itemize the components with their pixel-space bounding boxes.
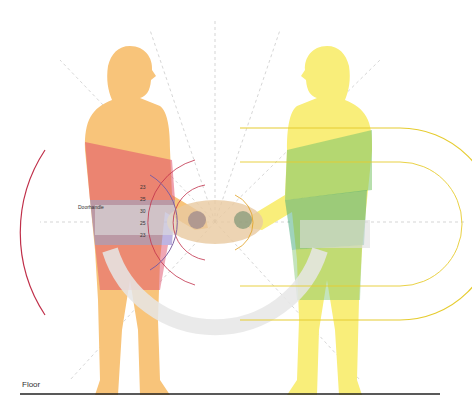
dimension-number: 23 — [140, 185, 146, 190]
floor-label: Floor — [22, 381, 40, 389]
dimension-number: 23 — [140, 233, 146, 238]
dimension-number: 30 — [140, 209, 146, 214]
dimension-number: 25 — [140, 197, 146, 202]
dimension-number: 25 — [140, 221, 146, 226]
callout-label: Doorhandle — [78, 205, 104, 210]
